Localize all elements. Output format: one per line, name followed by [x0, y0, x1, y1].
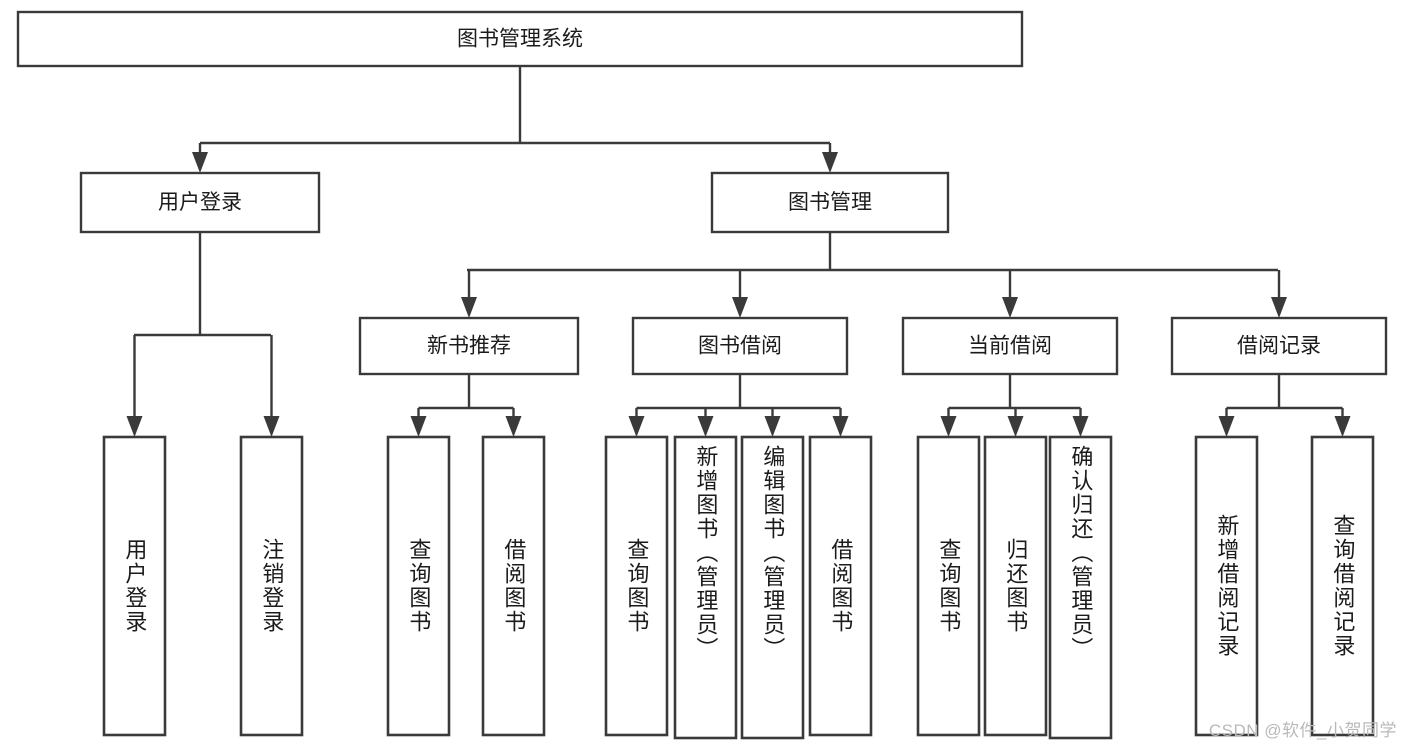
- node-box-current-borrow[interactable]: [901, 316, 1119, 376]
- leaf-box-leaf-borrow-book-1[interactable]: [481, 435, 546, 737]
- leaf-box-leaf-borrow-book-2[interactable]: [808, 435, 873, 737]
- leaf-box-leaf-edit-book[interactable]: [740, 435, 805, 740]
- arrow-to-leaf-query-book-2: [628, 416, 645, 437]
- node-label-book-borrow: 图书借阅: [698, 335, 782, 358]
- node-label-borrow-record: 借阅记录: [1237, 335, 1321, 358]
- arrow-to-book-borrow: [732, 297, 748, 318]
- arrow-to-leaf-query-book-1: [410, 416, 427, 437]
- box-layer: [16, 10, 1388, 740]
- node-box-user-login[interactable]: [79, 171, 321, 234]
- arrow-to-leaf-add-book: [697, 416, 714, 437]
- watermark-text: CSDN @软件_小贺同学: [1208, 721, 1397, 740]
- leaf-box-leaf-confirm-return[interactable]: [1048, 435, 1113, 740]
- node-box-book-management[interactable]: [710, 171, 950, 234]
- leaf-box-leaf-query-record[interactable]: [1310, 435, 1375, 737]
- arrow-to-new-book-recommend: [461, 297, 477, 318]
- arrow-to-borrow-record: [1271, 297, 1287, 318]
- leaf-box-leaf-query-book-3[interactable]: [916, 435, 981, 737]
- arrow-to-leaf-user-login: [126, 416, 143, 437]
- node-box-borrow-record[interactable]: [1170, 316, 1388, 376]
- arrow-to-leaf-confirm-return: [1072, 416, 1089, 437]
- node-label-user-login: 用户登录: [158, 191, 242, 214]
- node-label-new-book-recommend: 新书推荐: [427, 335, 511, 358]
- leaf-box-leaf-query-book-2[interactable]: [604, 435, 669, 737]
- leaf-box-leaf-query-book-1[interactable]: [386, 435, 451, 737]
- arrow-to-leaf-borrow-book-1: [505, 416, 522, 437]
- leaf-box-leaf-return-book[interactable]: [983, 435, 1048, 737]
- arrow-to-leaf-query-book-3: [940, 416, 957, 437]
- node-label-current-borrow: 当前借阅: [968, 335, 1052, 358]
- node-box-new-book-recommend[interactable]: [358, 316, 580, 376]
- leaf-box-leaf-user-logout[interactable]: [239, 435, 304, 737]
- leaf-box-leaf-add-record[interactable]: [1194, 435, 1259, 737]
- arrow-to-book-management: [822, 152, 838, 173]
- node-label-book-management: 图书管理: [788, 191, 872, 214]
- arrow-to-leaf-query-record: [1334, 416, 1351, 437]
- node-box-root[interactable]: [16, 10, 1024, 68]
- arrow-to-user-login: [192, 152, 208, 173]
- arrow-to-leaf-user-logout: [263, 416, 280, 437]
- arrow-to-leaf-edit-book: [764, 416, 781, 437]
- arrow-to-leaf-borrow-book-2: [832, 416, 849, 437]
- arrow-to-leaf-add-record: [1218, 416, 1235, 437]
- leaf-box-leaf-add-book[interactable]: [673, 435, 738, 740]
- node-box-book-borrow[interactable]: [631, 316, 849, 376]
- node-label-root: 图书管理系统: [457, 28, 583, 51]
- leaf-box-leaf-user-login[interactable]: [102, 435, 167, 737]
- connector-layer: [126, 66, 1351, 437]
- arrow-to-leaf-return-book: [1007, 416, 1024, 437]
- arrow-to-current-borrow: [1002, 297, 1018, 318]
